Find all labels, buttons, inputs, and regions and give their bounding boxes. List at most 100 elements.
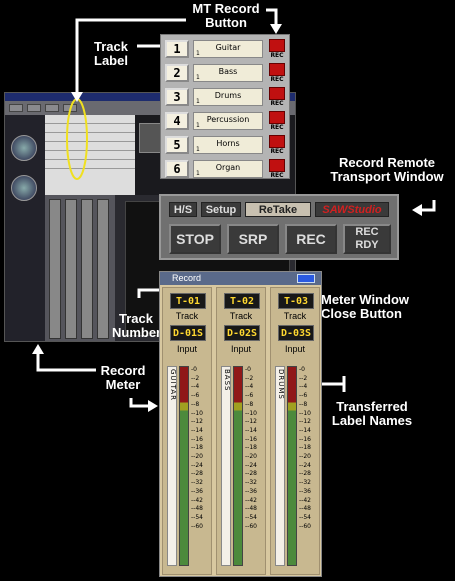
rec-button[interactable]: REC — [285, 224, 337, 254]
mt-record-button[interactable]: REC — [267, 135, 287, 155]
meter-close-button[interactable] — [297, 274, 315, 283]
input-display[interactable]: D-02S — [224, 325, 260, 341]
meter-scale-tick: --16 — [299, 435, 311, 443]
meter-scale-tick: --10 — [299, 409, 311, 417]
rec-label: REC — [270, 172, 284, 179]
rec-ready-button[interactable]: REC RDY — [343, 224, 391, 254]
meter-scale-tick: --54 — [245, 513, 257, 521]
meter-titlebar[interactable]: Record — [160, 272, 321, 285]
track-number-display[interactable]: T-01 — [170, 293, 206, 309]
mt-record-button[interactable]: REC — [267, 63, 287, 83]
meter-scale-tick: --8 — [299, 400, 308, 408]
callout-remote-window: Record Remote Transport Window — [330, 155, 444, 184]
meter-scale-tick: --60 — [299, 522, 311, 530]
meter-scale-tick: --20 — [191, 453, 203, 461]
setup-button[interactable]: Setup — [201, 202, 241, 217]
hs-button[interactable]: H/S — [169, 202, 197, 217]
meter-scale: -0--2--4--6--8--10--12--14--16--18--20--… — [299, 366, 319, 566]
track-number-button[interactable]: 3 — [165, 88, 189, 106]
meter-scale-tick: --18 — [245, 444, 257, 452]
retake-button[interactable]: ReTake — [245, 202, 311, 217]
meter-scale-tick: --28 — [299, 470, 311, 478]
meter-scale-tick: --2 — [299, 374, 308, 382]
rec-label: REC — [270, 124, 284, 131]
meter-scale-tick: --28 — [245, 470, 257, 478]
callout-line — [129, 398, 150, 408]
meter-scale-tick: --48 — [299, 505, 311, 513]
callout-track-number: Track Number — [112, 311, 162, 340]
srp-button[interactable]: SRP — [227, 224, 279, 254]
fader[interactable] — [65, 199, 77, 339]
meter-scale-tick: --16 — [245, 435, 257, 443]
meter-scale-tick: --36 — [299, 487, 311, 495]
track-caption: Track — [283, 311, 307, 321]
app-track-row[interactable] — [45, 142, 135, 151]
meter-scale-tick: --12 — [245, 418, 257, 426]
meter-column: T-03 Track D-03S Input DRUMS -0--2--4--6… — [270, 287, 320, 575]
meter-name-text: BASS — [223, 369, 231, 392]
meter-name-strip: GUITAR — [167, 366, 177, 566]
toolbar-button[interactable] — [27, 104, 41, 112]
meter-scale-tick: --28 — [191, 470, 203, 478]
track-label-sub: 1 — [196, 98, 200, 105]
level-meter-bar — [287, 366, 297, 566]
track-number-button[interactable]: 5 — [165, 136, 189, 154]
meter-scale-tick: --18 — [191, 444, 203, 452]
rec-label: REC — [270, 52, 284, 59]
arrow-head-icon — [32, 344, 44, 354]
highlight-ellipse — [66, 98, 88, 180]
track-label-text: Organ — [215, 163, 241, 172]
app-track-row[interactable] — [45, 160, 135, 169]
mt-record-button[interactable]: REC — [267, 159, 287, 179]
meter-scale-tick: --24 — [191, 461, 203, 469]
track-number-button[interactable]: 2 — [165, 64, 189, 82]
fader[interactable] — [49, 199, 61, 339]
meter-scale-tick: --54 — [299, 513, 311, 521]
track-label-text: Bass — [218, 67, 238, 76]
meter-scale-tick: --20 — [299, 453, 311, 461]
fader[interactable] — [81, 199, 93, 339]
app-track-row[interactable] — [45, 151, 135, 160]
toolbar-button[interactable] — [9, 104, 23, 112]
mt-record-button[interactable]: REC — [267, 111, 287, 131]
meter-scale-tick: --14 — [191, 426, 203, 434]
mt-record-button[interactable]: REC — [267, 87, 287, 107]
meter-name-strip: DRUMS — [275, 366, 285, 566]
meter-column: T-02 Track D-02S Input BASS -0--2--4--6-… — [216, 287, 266, 575]
app-track-row[interactable] — [45, 115, 135, 124]
meter-scale-tick: --32 — [245, 479, 257, 487]
record-meter-window: Record T-01 Track D-01S Input GUITAR -0-… — [159, 271, 322, 577]
track-number-display[interactable]: T-02 — [224, 293, 260, 309]
meter-scale: -0--2--4--6--8--10--12--14--16--18--20--… — [245, 366, 265, 566]
mt-record-button[interactable]: REC — [267, 39, 287, 59]
track-number-display[interactable]: T-03 — [278, 293, 314, 309]
meter-scale-tick: --32 — [191, 479, 203, 487]
track-number-button[interactable]: 6 — [165, 160, 189, 178]
track-label-text: Horns — [216, 139, 240, 148]
input-display[interactable]: D-03S — [278, 325, 314, 341]
knob-icon[interactable] — [11, 175, 37, 201]
track-number-button[interactable]: 4 — [165, 112, 189, 130]
track-caption: Track — [175, 311, 199, 321]
fader[interactable] — [97, 199, 109, 339]
app-track-row[interactable] — [45, 133, 135, 142]
meter-scale-tick: --60 — [245, 522, 257, 530]
input-display[interactable]: D-01S — [170, 325, 206, 341]
track-number-button[interactable]: 1 — [165, 40, 189, 58]
callout-line — [137, 288, 166, 298]
stop-button[interactable]: STOP — [169, 224, 221, 254]
app-track-row[interactable] — [45, 124, 135, 133]
knob-icon[interactable] — [11, 135, 37, 161]
meter-scale-tick: --32 — [299, 479, 311, 487]
toolbar-button[interactable] — [45, 104, 59, 112]
